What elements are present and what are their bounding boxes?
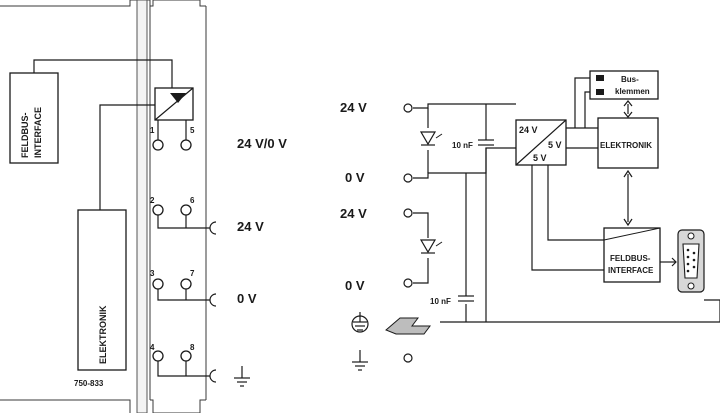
converter-label-5v-b: 5 V	[533, 153, 547, 163]
left-terminal-contacts	[152, 139, 192, 362]
supply-label-0v-1: 0 V	[345, 170, 365, 185]
left-clamp-symbols	[209, 221, 217, 383]
converter-label-5v-a: 5 V	[548, 140, 562, 150]
contact-7	[180, 278, 192, 290]
pin-1: 1	[150, 126, 155, 135]
right-feldbus-interface-box: FELDBUS- INTERFACE	[603, 227, 661, 283]
terminal-label-24v-0v: 24 V/0 V	[237, 136, 287, 151]
bus-label-2: klemmen	[615, 87, 650, 96]
contact-4	[152, 350, 164, 362]
dsub-connector-icon	[677, 229, 705, 293]
model-number: 750-833	[74, 379, 104, 388]
led-1-icon	[419, 131, 443, 146]
pin-6: 6	[190, 196, 195, 205]
right-elektronik-box: ELEKTRONIK	[597, 117, 659, 169]
protective-earth-icon	[351, 312, 369, 333]
left-converter-symbol	[154, 87, 194, 121]
arrow-elektronik-feldbus-icon	[623, 169, 633, 227]
terminal-label-24v: 24 V	[237, 219, 264, 234]
capacitor-1	[478, 139, 494, 146]
converter-label-24v: 24 V	[519, 125, 538, 135]
left-elektronik-box: ELEKTRONIK	[77, 209, 127, 371]
pin-8: 8	[190, 343, 195, 352]
left-feldbus-label-1: FELDBUS-	[20, 113, 30, 159]
module-housing	[0, 0, 207, 413]
right-feldbus-label-1: FELDBUS-	[610, 254, 651, 263]
pin-4: 4	[150, 343, 155, 352]
bus-label-1: Bus-	[621, 75, 639, 84]
supply-label-24v-2: 24 V	[340, 206, 367, 221]
terminal-label-0v: 0 V	[237, 291, 257, 306]
contact-5	[180, 139, 192, 151]
left-feldbus-label-2: INTERFACE	[33, 107, 43, 158]
right-elektronik-label: ELEKTRONIK	[600, 141, 652, 150]
contact-6	[180, 204, 192, 216]
pin-labels: 1 5 2 6 3 7 4 8	[150, 126, 195, 352]
capacitor-2	[458, 295, 474, 302]
left-feldbus-interface-box: FELDBUS- INTERFACE	[9, 72, 59, 164]
pin-3: 3	[150, 269, 155, 278]
arrow-bus-elektronik-icon	[623, 100, 633, 118]
bus-terminals-box: Bus- klemmen	[589, 70, 659, 100]
contact-8	[180, 350, 192, 362]
supply-label-24v-1: 24 V	[340, 100, 367, 115]
pin-5: 5	[190, 126, 195, 135]
supply-label-0v-2: 0 V	[345, 278, 365, 293]
pin-7: 7	[190, 269, 195, 278]
rail-contact-icon	[385, 317, 431, 335]
left-wiring	[33, 59, 210, 377]
contact-3	[152, 278, 164, 290]
right-feldbus-label-2: INTERFACE	[608, 266, 654, 275]
capacitor-1-label: 10 nF	[452, 141, 473, 150]
supply-terminals	[403, 103, 413, 363]
left-elektronik-label: ELEKTRONIK	[98, 305, 108, 364]
left-ground-icon	[234, 366, 250, 387]
dc-converter-box: 24 V 5 V 5 V	[515, 119, 567, 166]
contact-1	[152, 139, 164, 151]
right-wiring	[413, 77, 720, 323]
capacitor-2-label: 10 nF	[430, 297, 451, 306]
led-2-icon	[419, 239, 443, 254]
pin-2: 2	[150, 196, 155, 205]
contact-2	[152, 204, 164, 216]
right-ground-icon	[352, 350, 368, 371]
